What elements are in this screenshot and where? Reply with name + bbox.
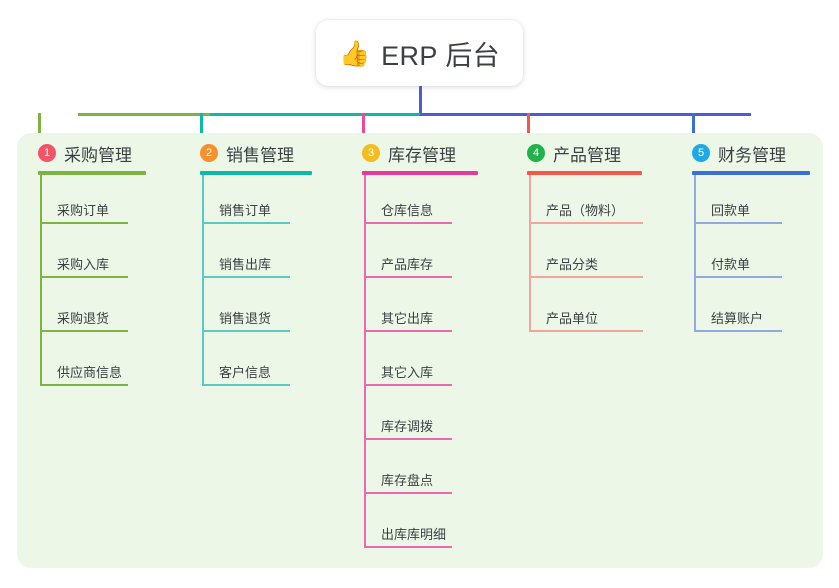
leaf-label: 出库库明细 [381,527,447,542]
drop-connector-4 [527,113,530,146]
leaf-underline [364,492,452,494]
branch-spine [529,175,531,332]
drop-connector-5 [692,113,695,146]
branch-number-badge: 2 [200,144,218,162]
branch-underline [38,171,146,175]
leaf-label: 其它入库 [381,365,434,380]
branch-number-badge: 1 [38,144,56,162]
leaf-underline [694,276,782,278]
branches-panel [17,133,823,568]
leaf-underline [202,222,290,224]
branch-header-4[interactable]: 4 产品管理 [507,133,621,173]
branch-header-5[interactable]: 5 财务管理 [672,133,786,173]
branch-underline [200,171,312,175]
branch-spine [202,175,204,386]
leaf-label: 客户信息 [219,365,272,380]
root-node[interactable]: 👍 ERP 后台 [316,20,523,86]
bus-mid-teal [210,113,420,116]
drop-connector-3 [362,113,365,146]
leaf-label: 回款单 [711,203,751,218]
leaf-underline [529,276,643,278]
branch-title: 库存管理 [388,145,456,165]
leaf-label: 采购入库 [57,257,110,272]
branch-spine [364,175,366,548]
root-stem-connector [419,86,422,116]
leaf-label: 产品库存 [381,257,434,272]
branch-column-1: 1 采购管理采购订单采购入库采购退货供应商信息 [18,133,146,386]
leaf-label: 销售退货 [219,311,272,326]
branch-underline [692,171,810,175]
leaf-underline [202,384,290,386]
branch-column-5: 5 财务管理回款单付款单结算账户 [672,133,810,332]
branch-number-badge: 3 [362,144,380,162]
branch-header-2[interactable]: 2 销售管理 [180,133,294,173]
leaf-underline [40,276,128,278]
branch-column-4: 4 产品管理产品（物料） 产品分类产品单位 [507,133,643,332]
drop-connector-2 [200,113,203,146]
leaf-label: 产品分类 [546,257,599,272]
leaf-underline [202,330,290,332]
drop-connector-1 [38,113,41,146]
branch-title: 产品管理 [553,145,621,165]
leaf-underline [40,384,128,386]
branch-header-1[interactable]: 1 采购管理 [18,133,132,173]
thumbs-up-emoji: 👍 [338,39,371,68]
branch-title: 销售管理 [226,145,294,165]
branch-number-badge: 5 [692,144,710,162]
branch-spine [694,175,696,332]
branch-title: 采购管理 [64,145,132,165]
leaf-label: 仓库信息 [381,203,434,218]
leaf-underline [202,276,290,278]
leaf-underline [364,384,452,386]
bus-right-indigo [420,113,751,116]
root-title: ERP 后台 [381,40,501,71]
leaf-underline [529,330,643,332]
branch-spine [40,175,42,386]
leaf-underline [40,222,128,224]
leaf-label: 其它出库 [381,311,434,326]
leaf-label: 采购订单 [57,203,110,218]
leaf-underline [364,276,452,278]
leaf-label: 库存调拨 [381,419,434,434]
leaf-label: 结算账户 [711,311,764,326]
leaf-label: 产品单位 [546,311,599,326]
leaf-underline [364,330,452,332]
branch-underline [527,171,642,175]
leaf-label: 销售出库 [219,257,272,272]
branch-title: 财务管理 [718,145,786,165]
leaf-label: 产品（物料） [546,203,625,218]
leaf-label: 供应商信息 [57,365,123,380]
leaf-underline [364,546,452,548]
leaf-label: 库存盘点 [381,473,434,488]
leaf-underline [529,222,643,224]
branch-column-3: 3 库存管理仓库信息产品库存其它出库其它入库库存调拨库存盘点出库库明细 [342,133,478,548]
leaf-label: 付款单 [711,257,751,272]
leaf-underline [694,222,782,224]
leaf-underline [364,438,452,440]
leaf-underline [40,330,128,332]
leaf-label: 采购退货 [57,311,110,326]
bus-left-green [78,113,210,116]
branch-header-3[interactable]: 3 库存管理 [342,133,456,173]
branch-number-badge: 4 [527,144,545,162]
leaf-underline [364,222,452,224]
leaf-label: 销售订单 [219,203,272,218]
branch-column-2: 2 销售管理销售订单销售出库销售退货客户信息 [180,133,312,386]
leaf-underline [694,330,782,332]
branch-underline [362,171,478,175]
